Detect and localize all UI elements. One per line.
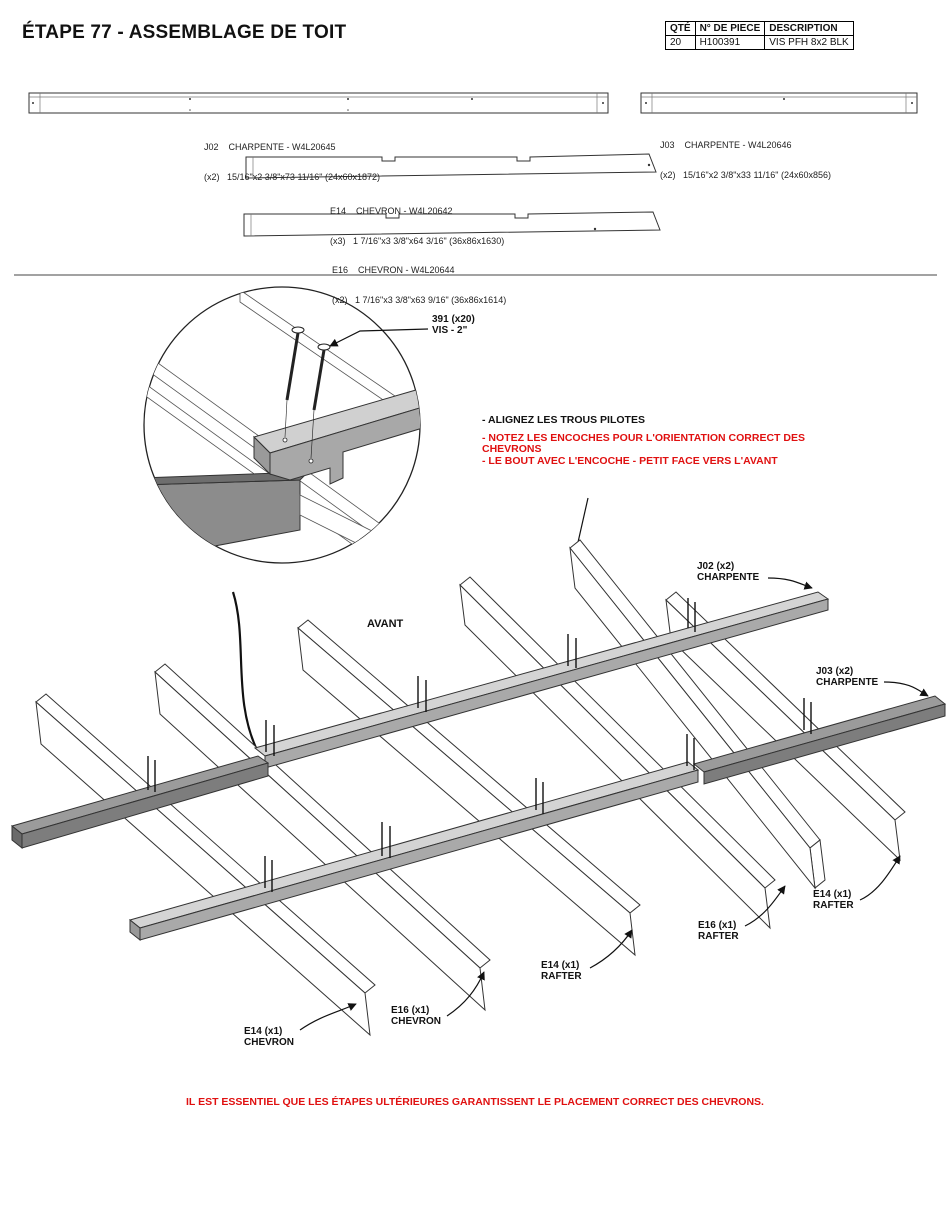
part-label-e16: E16 CHEVRON - W4L20644 (x2) 1 7/16"x3 3/… xyxy=(332,245,506,315)
part-number-cell: H100391 xyxy=(694,35,766,50)
note-notch-end: - LE BOUT AVEC L'ENCOCHE - PETIT FACE VE… xyxy=(482,455,778,467)
part-label-j02: J02 CHARPENTE - W4L20645 (x2) 15/16"x2 3… xyxy=(204,122,380,192)
callout-name: CHARPENTE xyxy=(816,677,879,688)
parts-table-header: QTÉ N° DE PIECE DESCRIPTION xyxy=(665,21,854,36)
beam-j03-right xyxy=(692,695,947,785)
part-e14-rafter xyxy=(245,153,657,179)
detail-connector xyxy=(231,591,259,753)
callout-name: CHEVRON xyxy=(244,1037,295,1048)
part-label-line: E16 CHEVRON - W4L20644 xyxy=(332,265,455,275)
callout-arrows xyxy=(299,577,929,1031)
callout-part: E16 (x1) xyxy=(391,1005,430,1016)
callout-e16-right: E16 (x1) RAFTER xyxy=(698,920,739,942)
bottom-warning: IL EST ESSENTIEL QUE LES ÉTAPES ULTÉRIEU… xyxy=(186,1096,764,1108)
callout-j03: J03 (x2) CHARPENTE xyxy=(816,666,878,688)
callout-name: RAFTER xyxy=(813,900,854,911)
part-j02-board xyxy=(28,92,609,114)
callout-part: E14 (x1) xyxy=(244,1026,283,1037)
part-label-line: J03 CHARPENTE - W4L20646 xyxy=(660,140,792,150)
callout-part: E14 (x1) xyxy=(541,960,580,971)
part-label-line: (x2) 1 7/16"x3 3/8"x63 9/16" (36x86x1614… xyxy=(332,295,507,305)
callout-name: CHARPENTE xyxy=(697,572,760,583)
screw-callout-name: VIS - 2" xyxy=(432,325,468,336)
callout-e14-left: E14 (x1) CHEVRON xyxy=(244,1026,294,1048)
avant-label: AVANT xyxy=(367,618,404,630)
qty-cell: 20 xyxy=(665,35,696,50)
callout-e16-left: E16 (x1) CHEVRON xyxy=(391,1005,441,1027)
note-notch-orientation: - NOTEZ LES ENCOCHES POUR L'ORIENTATION … xyxy=(482,432,805,455)
callout-j02: J02 (x2) CHARPENTE xyxy=(697,561,759,583)
callout-e14-mid: E14 (x1) RAFTER xyxy=(541,960,582,982)
table-row: 20 H100391 VIS PFH 8x2 BLK xyxy=(665,35,854,50)
screw-icon xyxy=(282,326,305,443)
rafter-4 xyxy=(154,663,491,1012)
detail-magnifier xyxy=(143,286,421,564)
step-title: ÉTAPE 77 - ASSEMBLAGE DE TOIT xyxy=(22,22,347,43)
assembly-screws xyxy=(147,598,812,892)
part-label-e14: E14 CHEVRON - W4L20642 (x3) 1 7/16"x3 3/… xyxy=(330,186,504,256)
callout-part: E16 (x1) xyxy=(698,920,737,931)
note-align: - ALIGNEZ LES TROUS PILOTES xyxy=(482,414,645,426)
callout-name: CHEVRON xyxy=(391,1016,442,1027)
screw-callout-arrow xyxy=(329,328,429,347)
part-label-j03: J03 CHARPENTE - W4L20646 (x2) 15/16"x2 3… xyxy=(660,120,831,190)
part-label-line: (x2) 15/16"x2 3/8"x33 11/16" (24x60x856) xyxy=(660,170,832,180)
screw-icon xyxy=(308,343,331,464)
beam-j03-left xyxy=(10,755,270,850)
part-j03-board xyxy=(640,92,918,114)
callout-part: J02 (x2) xyxy=(697,561,735,572)
part-label-line: (x3) 1 7/16"x3 3/8"x64 3/16" (36x86x1630… xyxy=(330,236,505,246)
description-cell: VIS PFH 8x2 BLK xyxy=(764,35,854,50)
parts-table: QTÉ N° DE PIECE DESCRIPTION 20 H100391 V… xyxy=(665,21,854,50)
part-label-line: (x2) 15/16"x2 3/8"x73 11/16" (24x60x1872… xyxy=(204,172,381,182)
callout-e14-right: E14 (x1) RAFTER xyxy=(813,889,854,911)
callout-part: E14 (x1) xyxy=(813,889,852,900)
callout-part: J03 (x2) xyxy=(816,666,854,677)
callout-name: RAFTER xyxy=(541,971,582,982)
part-label-line: J02 CHARPENTE - W4L20645 xyxy=(204,142,336,152)
screw-callout: 391 (x20) VIS - 2" xyxy=(432,314,475,336)
rafter-1 xyxy=(569,539,826,890)
callout-name: RAFTER xyxy=(698,931,739,942)
part-label-line: E14 CHEVRON - W4L20642 xyxy=(330,206,453,216)
screw-callout-qty: 391 (x20) xyxy=(432,314,475,325)
part-e16-rafter xyxy=(243,211,661,237)
